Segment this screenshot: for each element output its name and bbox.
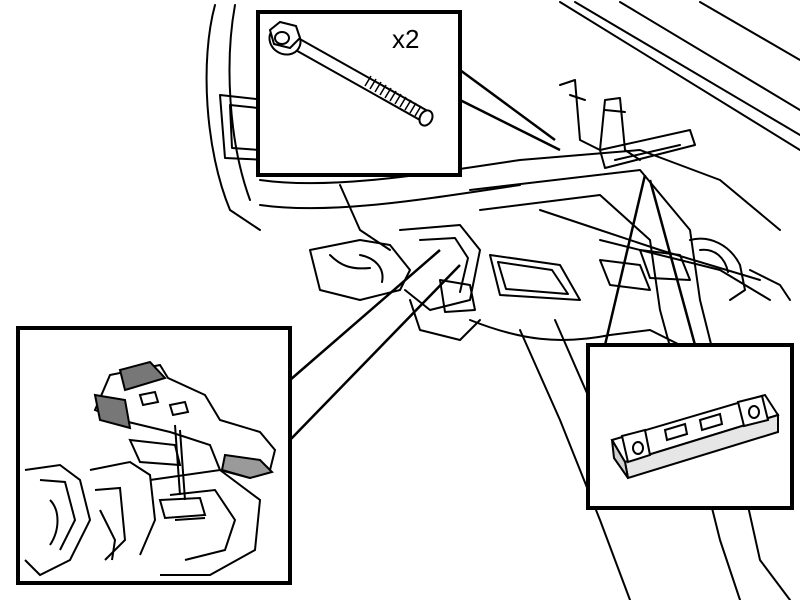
bolt-icon xyxy=(268,20,434,127)
leader-lines xyxy=(289,68,697,441)
nut-plate-callout xyxy=(586,343,794,510)
bolt-quantity-label: x2 xyxy=(392,24,419,54)
bolt-callout-box xyxy=(256,10,462,177)
bracket-clip-icon xyxy=(93,360,277,501)
bolt-callout: x2 xyxy=(256,10,462,177)
column-mount-detail xyxy=(24,438,262,577)
nut-plate-icon xyxy=(610,393,780,480)
dashboard-assembly xyxy=(205,1,800,600)
clip-callout xyxy=(16,326,292,585)
